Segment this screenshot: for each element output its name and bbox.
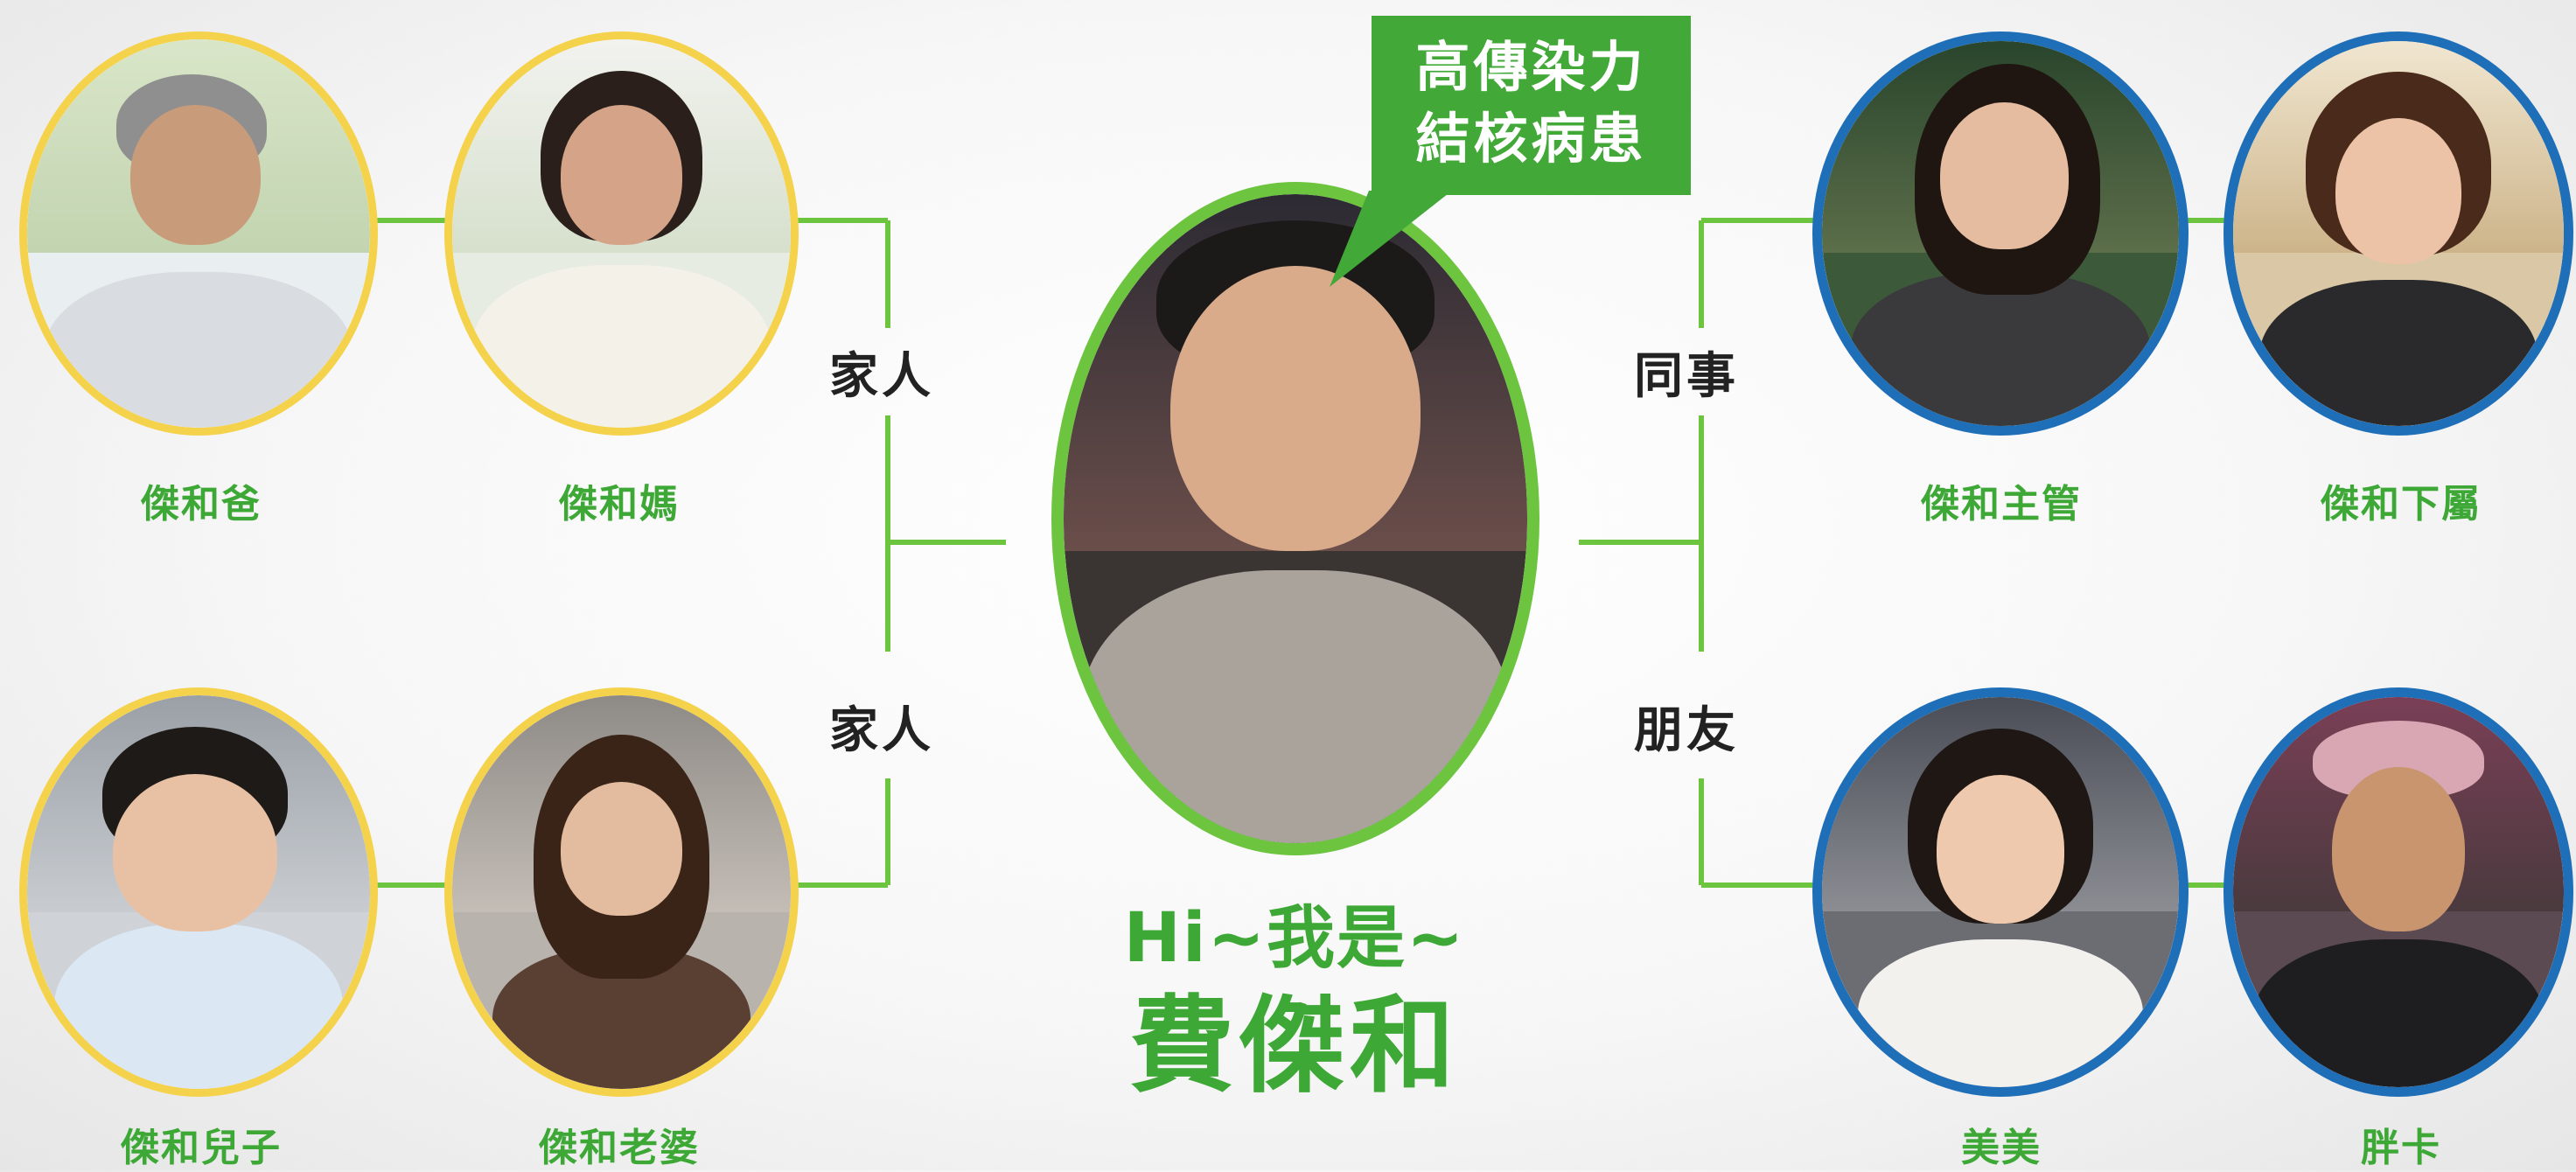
portrait-son	[19, 687, 378, 1097]
portrait-meimei	[1812, 687, 2189, 1097]
photo-supervisor	[1822, 41, 2179, 426]
label-mom: 傑和媽	[559, 482, 680, 527]
portrait-supervisor	[1812, 31, 2189, 436]
greeting: Hi~我是~	[1123, 899, 1466, 978]
photo-wife	[452, 695, 791, 1089]
relation-family-bottom: 家人	[829, 702, 934, 759]
relation-family-top: 家人	[829, 348, 934, 405]
label-son: 傑和兒子	[121, 1126, 282, 1170]
portrait-mom	[444, 31, 799, 436]
photo-meimei	[1822, 697, 2179, 1087]
photo-mom	[452, 39, 791, 428]
badge-line1: 高傳染力	[1415, 35, 1647, 99]
badge-line2: 結核病患	[1415, 107, 1647, 171]
portrait-subordinate	[2223, 31, 2573, 436]
label-subordinate: 傑和下屬	[2321, 482, 2482, 527]
portrait-dad	[19, 31, 378, 436]
badge-infectious: 高傳染力 結核病患	[1372, 16, 1691, 195]
label-dad: 傑和爸	[141, 482, 262, 527]
label-wife: 傑和老婆	[539, 1126, 700, 1170]
portrait-center	[1051, 182, 1539, 855]
photo-center	[1064, 194, 1527, 843]
portrait-pangka	[2223, 687, 2573, 1097]
photo-pangka	[2233, 697, 2564, 1087]
photo-dad	[27, 39, 370, 428]
label-supervisor: 傑和主管	[1921, 482, 2082, 527]
relation-coworkers: 同事	[1634, 348, 1739, 405]
portrait-wife	[444, 687, 799, 1097]
photo-subordinate	[2233, 41, 2564, 426]
label-pangka: 胖卡	[2361, 1126, 2441, 1170]
relation-friends: 朋友	[1634, 702, 1739, 759]
badge-arrow	[1330, 191, 1452, 287]
photo-son	[27, 695, 370, 1089]
main-person-name: 費傑和	[1129, 986, 1460, 1107]
label-meimei: 美美	[1961, 1126, 2042, 1170]
